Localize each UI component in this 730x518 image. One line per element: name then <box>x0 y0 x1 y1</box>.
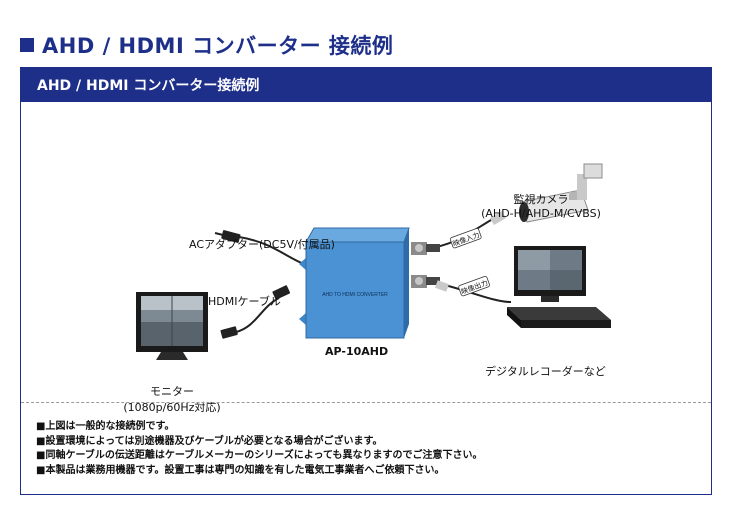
connection-diagram: AHD TO HDMI CONVERTER <box>21 102 711 414</box>
heading-square-icon <box>20 38 34 52</box>
video-input-tag: 映像入力 <box>449 228 482 249</box>
page-title: AHD / HDMI コンバーター 接続例 <box>42 34 394 58</box>
diagram-artwork: AHD TO HDMI CONVERTER <box>136 163 611 360</box>
monitor-label: モニター (1080p/60Hz対応) <box>123 385 221 414</box>
bnc-plug-icon-2 <box>489 211 507 225</box>
device-model-label: AP-10AHD <box>325 345 389 358</box>
panel-header: AHD / HDMI コンバーター接続例 <box>21 68 711 102</box>
connection-example-panel: AHD / HDMI コンバーター接続例 <box>20 67 712 495</box>
camera-label: 監視カメラ (AHD-H/AHD-M/CVBS) <box>481 193 601 220</box>
note-item: ■同軸ケーブルの伝送距離はケーブルメーカーのシリーズによっても異なりますのでご注… <box>36 450 483 461</box>
dc-plug-icon <box>221 230 241 243</box>
converter-device-icon: AHD TO HDMI CONVERTER <box>299 227 427 339</box>
device-face-text: AHD TO HDMI CONVERTER <box>322 292 388 298</box>
note-item: ■設置環境によっては別途機器及びケーブルが必要となる場合がございます。 <box>36 435 383 447</box>
hdmi-cable <box>235 297 280 333</box>
bnc-plug-icon <box>426 244 440 252</box>
camera-icon <box>519 163 603 223</box>
ac-cable <box>238 236 305 265</box>
notes-list: ■上図は一般的な接続例です。 ■設置環境によっては別途機器及びケーブルが必要とな… <box>36 420 482 478</box>
note-item: ■本製品は業務用機器です。設置工事は専門の知識を有した電気工事業者へご依頼下さい… <box>36 464 445 476</box>
note-item: ■上図は一般的な接続例です。 <box>36 421 175 432</box>
section-divider <box>21 402 711 403</box>
monitor-icon <box>136 292 208 360</box>
recorder-monitor-icon <box>514 246 586 302</box>
hdmi-plug-icon-2 <box>220 326 238 339</box>
recorder-icon <box>507 307 611 328</box>
page-heading: AHD / HDMI コンバーター 接続例 <box>20 30 393 60</box>
ac-adapter-label: ACアダプター(DC5V/付属品) <box>189 238 335 251</box>
hdmi-cable-label: HDMIケーブル <box>208 295 281 308</box>
hdmi-plug-icon <box>272 285 291 300</box>
recorder-label: デジタルレコーダーなど <box>485 365 606 378</box>
